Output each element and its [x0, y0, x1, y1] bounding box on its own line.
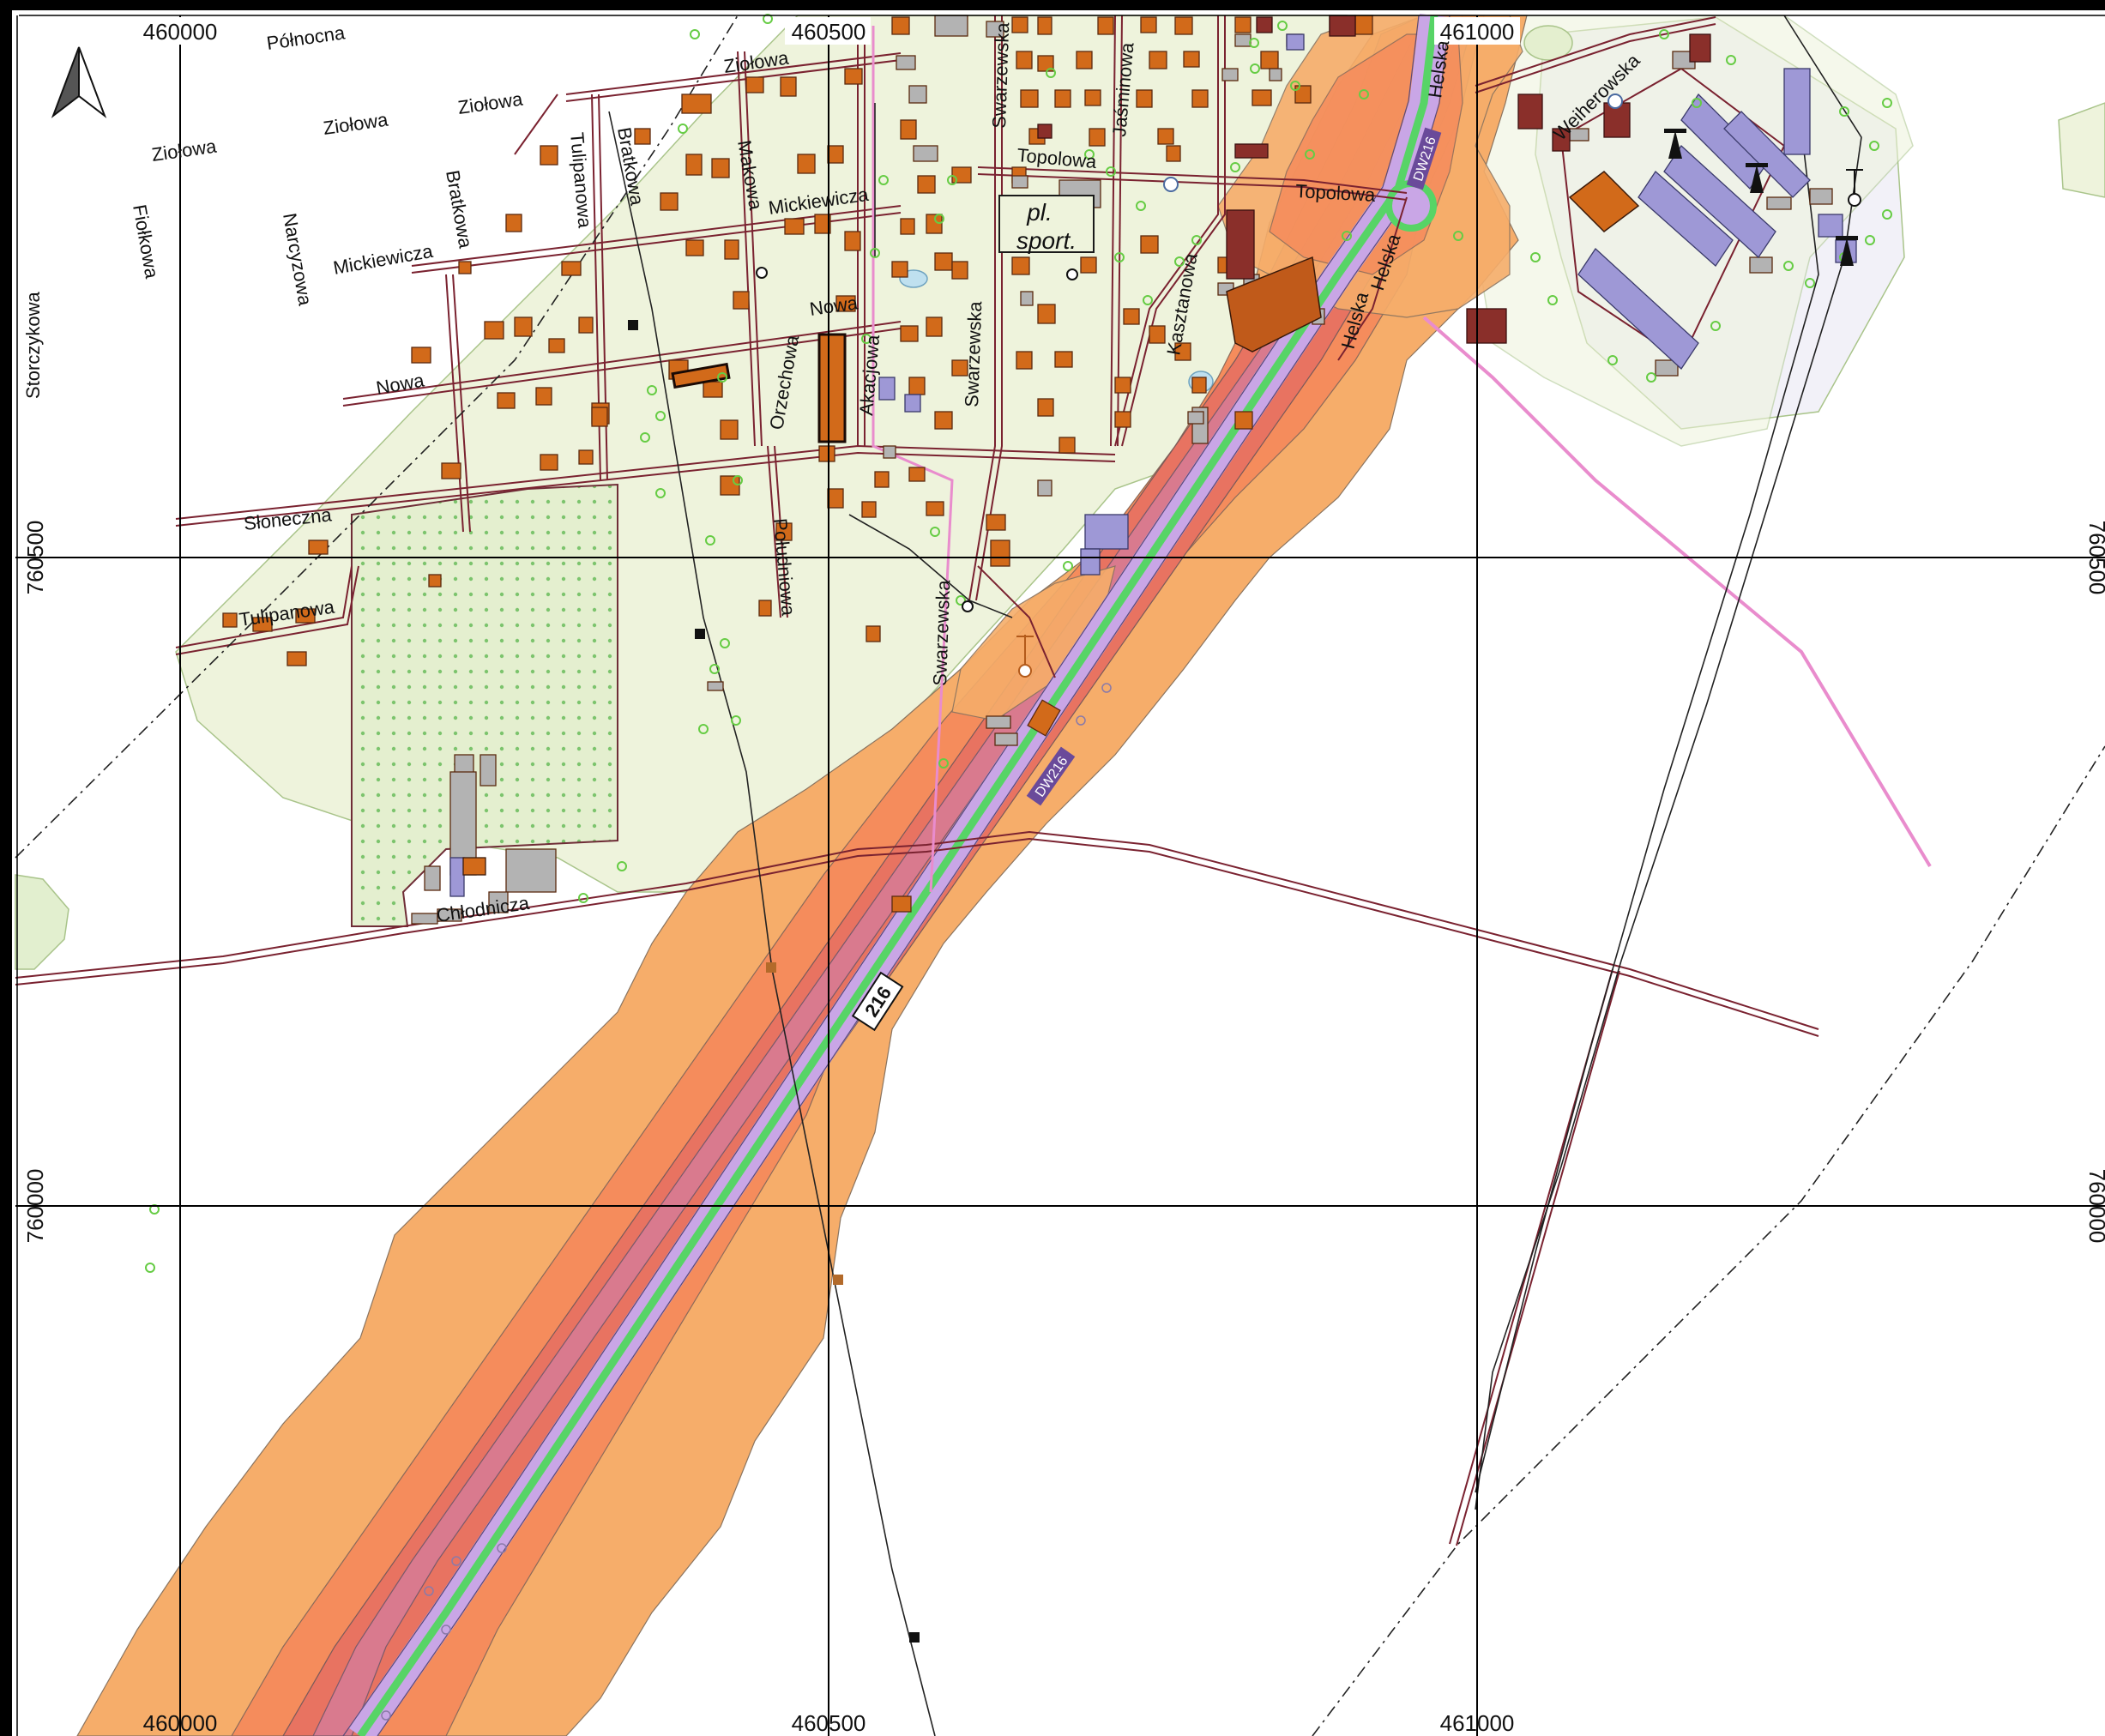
street-weiherowska — [1475, 16, 1716, 87]
street-bratkowa — [445, 274, 464, 533]
street-label: Narcyzowa — [279, 212, 317, 308]
street-label: Storczykowa — [22, 292, 44, 399]
street-label: Fiołkowa — [129, 203, 163, 281]
street-swarzewska — [968, 15, 996, 601]
coord-label-top-460500: 460500 — [792, 19, 866, 45]
wind-icon — [1163, 177, 1179, 192]
power-line — [1475, 15, 1862, 1510]
power-line — [1475, 128, 1819, 1493]
sport-field-label: pl. — [1026, 199, 1052, 226]
street-chlodnicza — [15, 830, 1819, 1030]
street-label: Ziołowa — [322, 109, 389, 139]
building-small-purple — [449, 857, 465, 897]
coordinate-labels: 460000 460500 461000 460000 460500 46100… — [22, 17, 2105, 1736]
street-industrial-loop — [1559, 67, 1786, 362]
green-patch-left — [15, 874, 69, 970]
building-long — [671, 362, 731, 389]
street-label: Bratkowa — [442, 169, 477, 250]
street-nowa — [342, 321, 902, 400]
street-label: Mickiewicza — [332, 240, 436, 279]
dash-dot-boundary — [1312, 745, 2105, 1736]
street-topolowa — [977, 166, 1408, 194]
chimney-icons — [1664, 129, 1858, 266]
street-label: Ziołowa — [150, 136, 218, 166]
street-left-diag — [514, 93, 558, 155]
allotment-gardens — [351, 483, 618, 927]
building-large-brown — [1226, 256, 1322, 353]
street-label: Północna — [265, 21, 347, 54]
street-label: Nowa — [375, 369, 426, 399]
trees-layer — [145, 14, 1892, 1273]
sport-field-label: sport. — [1016, 227, 1077, 254]
street-makowa — [737, 51, 756, 447]
coordinate-grid — [15, 15, 2105, 1736]
street-label: Swarzewska — [961, 300, 986, 407]
street-helska-north — [1337, 196, 1408, 361]
coord-label-bottom-460000: 460000 — [143, 1710, 218, 1736]
pink-boundary-line — [1422, 316, 1932, 868]
street-label: Swarzewska — [929, 579, 954, 686]
measurement-points — [381, 683, 1112, 1721]
coord-label-right-760000: 760000 — [2084, 1169, 2105, 1244]
coord-label-left-760500: 760500 — [22, 521, 48, 595]
coord-label-left-760000: 760000 — [22, 1169, 48, 1244]
power-lines-layer — [15, 15, 2105, 1736]
street-tulipanowa-south — [175, 565, 353, 648]
street-label: Tulipanowa — [566, 131, 596, 229]
street-label: Topolowa — [1295, 180, 1377, 206]
road-edge — [377, 15, 1451, 1736]
street-ziolowa — [565, 52, 902, 95]
map-symbols — [756, 93, 1863, 678]
street-poludniowa — [767, 445, 781, 618]
street-label: Ziołowa — [456, 88, 524, 118]
power-line — [848, 514, 1013, 618]
building-orange-industrial — [1568, 171, 1640, 232]
dash-dot-boundary — [15, 15, 739, 859]
sport-field[interactable]: pl. sport. — [998, 195, 1095, 254]
coord-label-right-760500: 760500 — [2084, 521, 2105, 595]
wind-icon — [1607, 93, 1623, 109]
building-akacjowa-block — [817, 333, 847, 443]
pink-boundary-line — [872, 26, 954, 893]
coord-label-bottom-461000: 461000 — [1440, 1710, 1515, 1736]
coord-label-bottom-460500: 460500 — [792, 1710, 866, 1736]
green-patch-right — [2058, 102, 2105, 198]
coord-label-top-460000: 460000 — [143, 19, 218, 45]
road-edge — [342, 15, 1420, 1736]
power-line — [608, 111, 936, 1736]
noise-zones-layer — [76, 15, 1528, 1736]
coord-label-top-461000: 461000 — [1440, 19, 1515, 45]
north-arrow-icon — [51, 46, 107, 118]
pond — [1523, 25, 1573, 61]
building-small-orange — [462, 857, 486, 876]
street-swarzewska-south — [977, 565, 1056, 678]
street-label: Swarzewska — [988, 21, 1013, 129]
sport-field-area — [998, 195, 1095, 253]
roundabout-icon — [1385, 180, 1437, 232]
street-jasminowa — [1110, 15, 1116, 447]
power-poles — [628, 320, 920, 1643]
